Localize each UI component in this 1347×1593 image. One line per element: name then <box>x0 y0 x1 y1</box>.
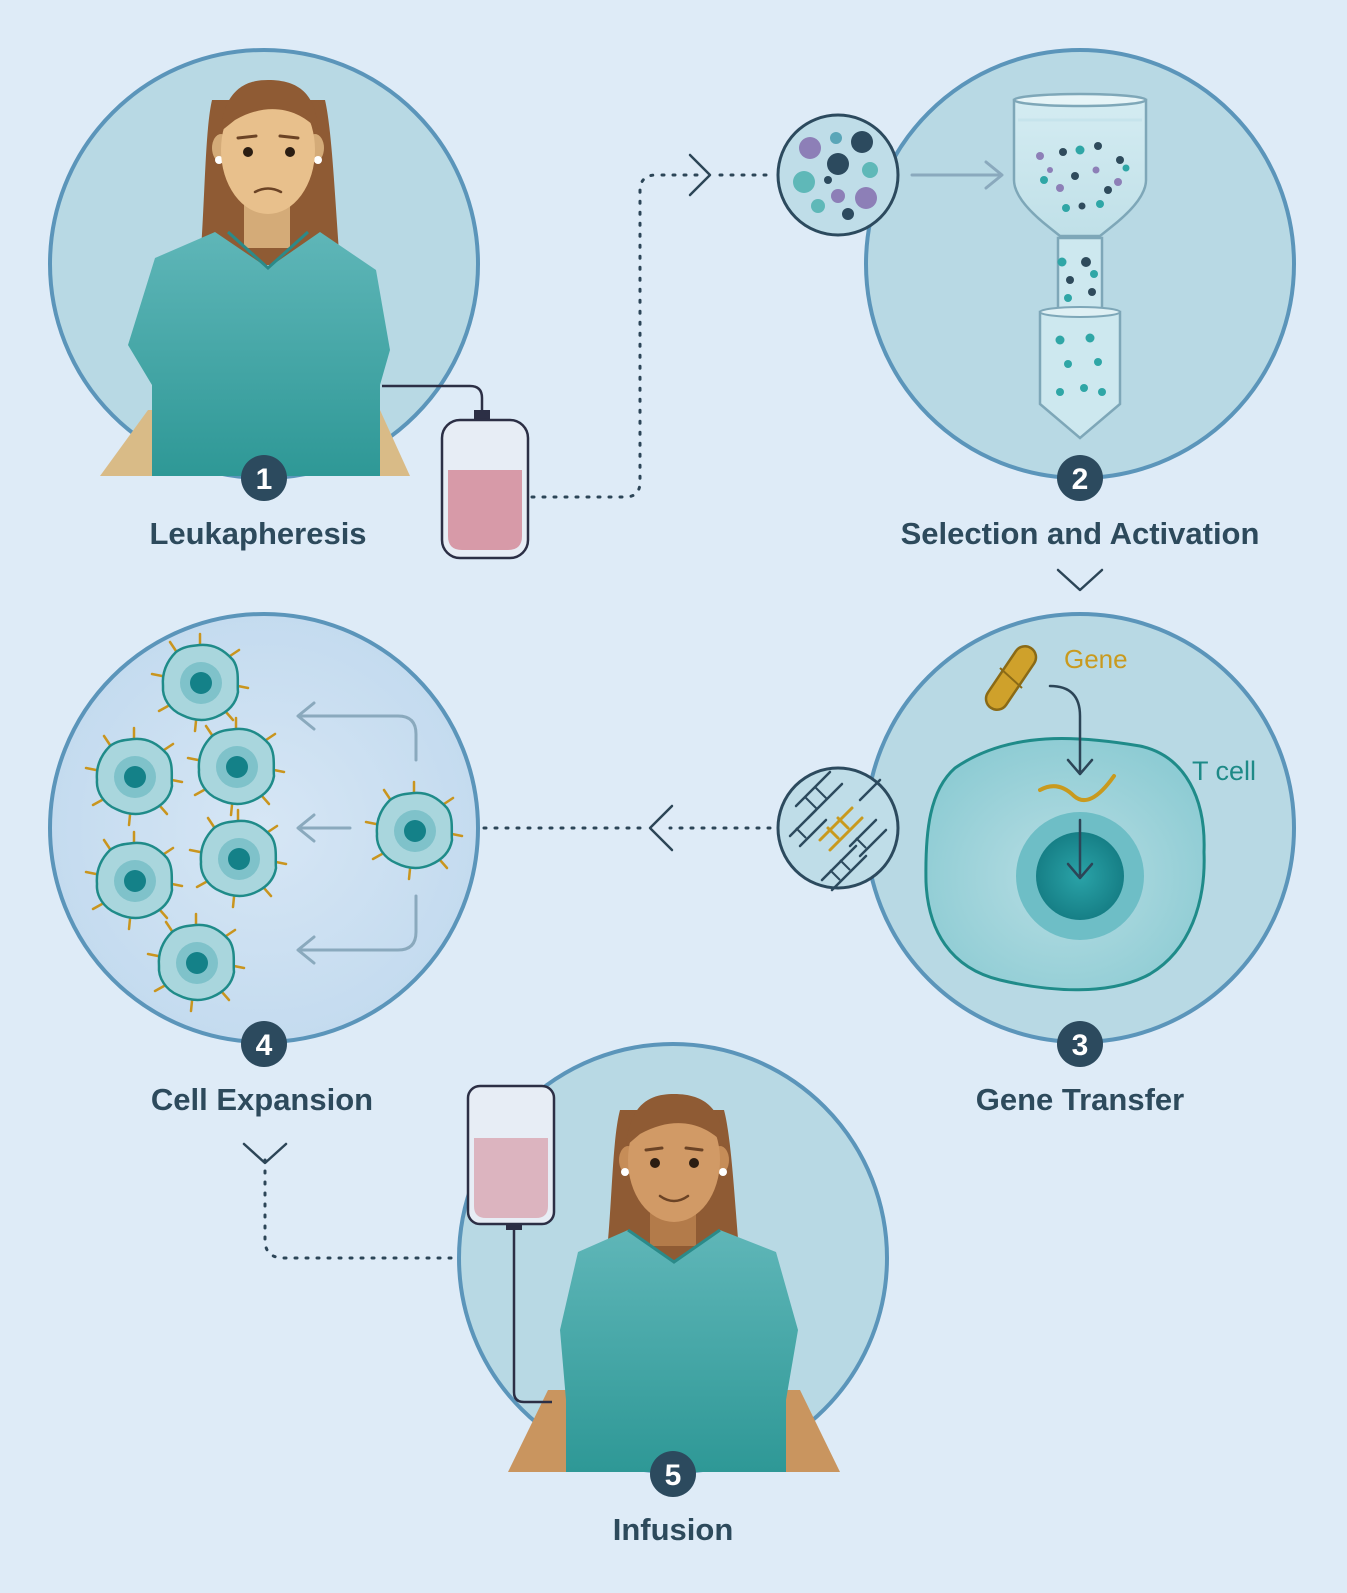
iv-bag-icon <box>466 1084 556 1404</box>
dna-strands-icon <box>776 766 900 892</box>
step-4-cell-expansion: 4 Cell Expansion <box>48 612 480 1117</box>
step-3-gene-transfer: Gene T cell 3 Gene Transfer <box>776 612 1296 1117</box>
step-4-title: Cell Expansion <box>151 1082 373 1117</box>
connector-2-to-3 <box>1056 568 1104 592</box>
separation-column-icon <box>1012 92 1148 440</box>
blood-bag-icon <box>440 410 530 560</box>
connector-4-to-5 <box>242 1142 457 1260</box>
expansion-arrows <box>296 701 418 965</box>
step-5-number: 5 <box>665 1459 682 1492</box>
step-3-badge <box>1057 1021 1103 1067</box>
step-3-number: 3 <box>1072 1029 1089 1062</box>
step-1-badge <box>241 455 287 501</box>
step-2-selection-activation: 2 Selection and Activation <box>776 48 1296 551</box>
step-1-number: 1 <box>256 463 273 496</box>
connector-3-to-4 <box>478 804 772 852</box>
step-1-leukapheresis: 1 Leukapheresis <box>48 48 530 560</box>
step-1-title: Leukapheresis <box>149 516 366 551</box>
patient-icon <box>508 1094 840 1472</box>
connector-1-to-2 <box>530 153 772 499</box>
gene-label: Gene <box>1064 644 1128 674</box>
gene-capsule-icon <box>984 645 1038 711</box>
patient-icon <box>100 80 410 476</box>
step-4-number: 4 <box>256 1029 273 1062</box>
step-3-title: Gene Transfer <box>976 1082 1184 1117</box>
t-cell-icon <box>924 684 1206 992</box>
step-5-badge <box>650 1451 696 1497</box>
cell-sample-icon <box>776 113 900 237</box>
step-5-infusion: 5 Infusion <box>457 1042 889 1547</box>
step-2-badge <box>1057 455 1103 501</box>
step-2-title: Selection and Activation <box>901 516 1260 551</box>
step-2-number: 2 <box>1072 463 1089 496</box>
step-4-badge <box>241 1021 287 1067</box>
t-cell-label: T cell <box>1192 756 1256 786</box>
step-5-title: Infusion <box>613 1512 734 1547</box>
